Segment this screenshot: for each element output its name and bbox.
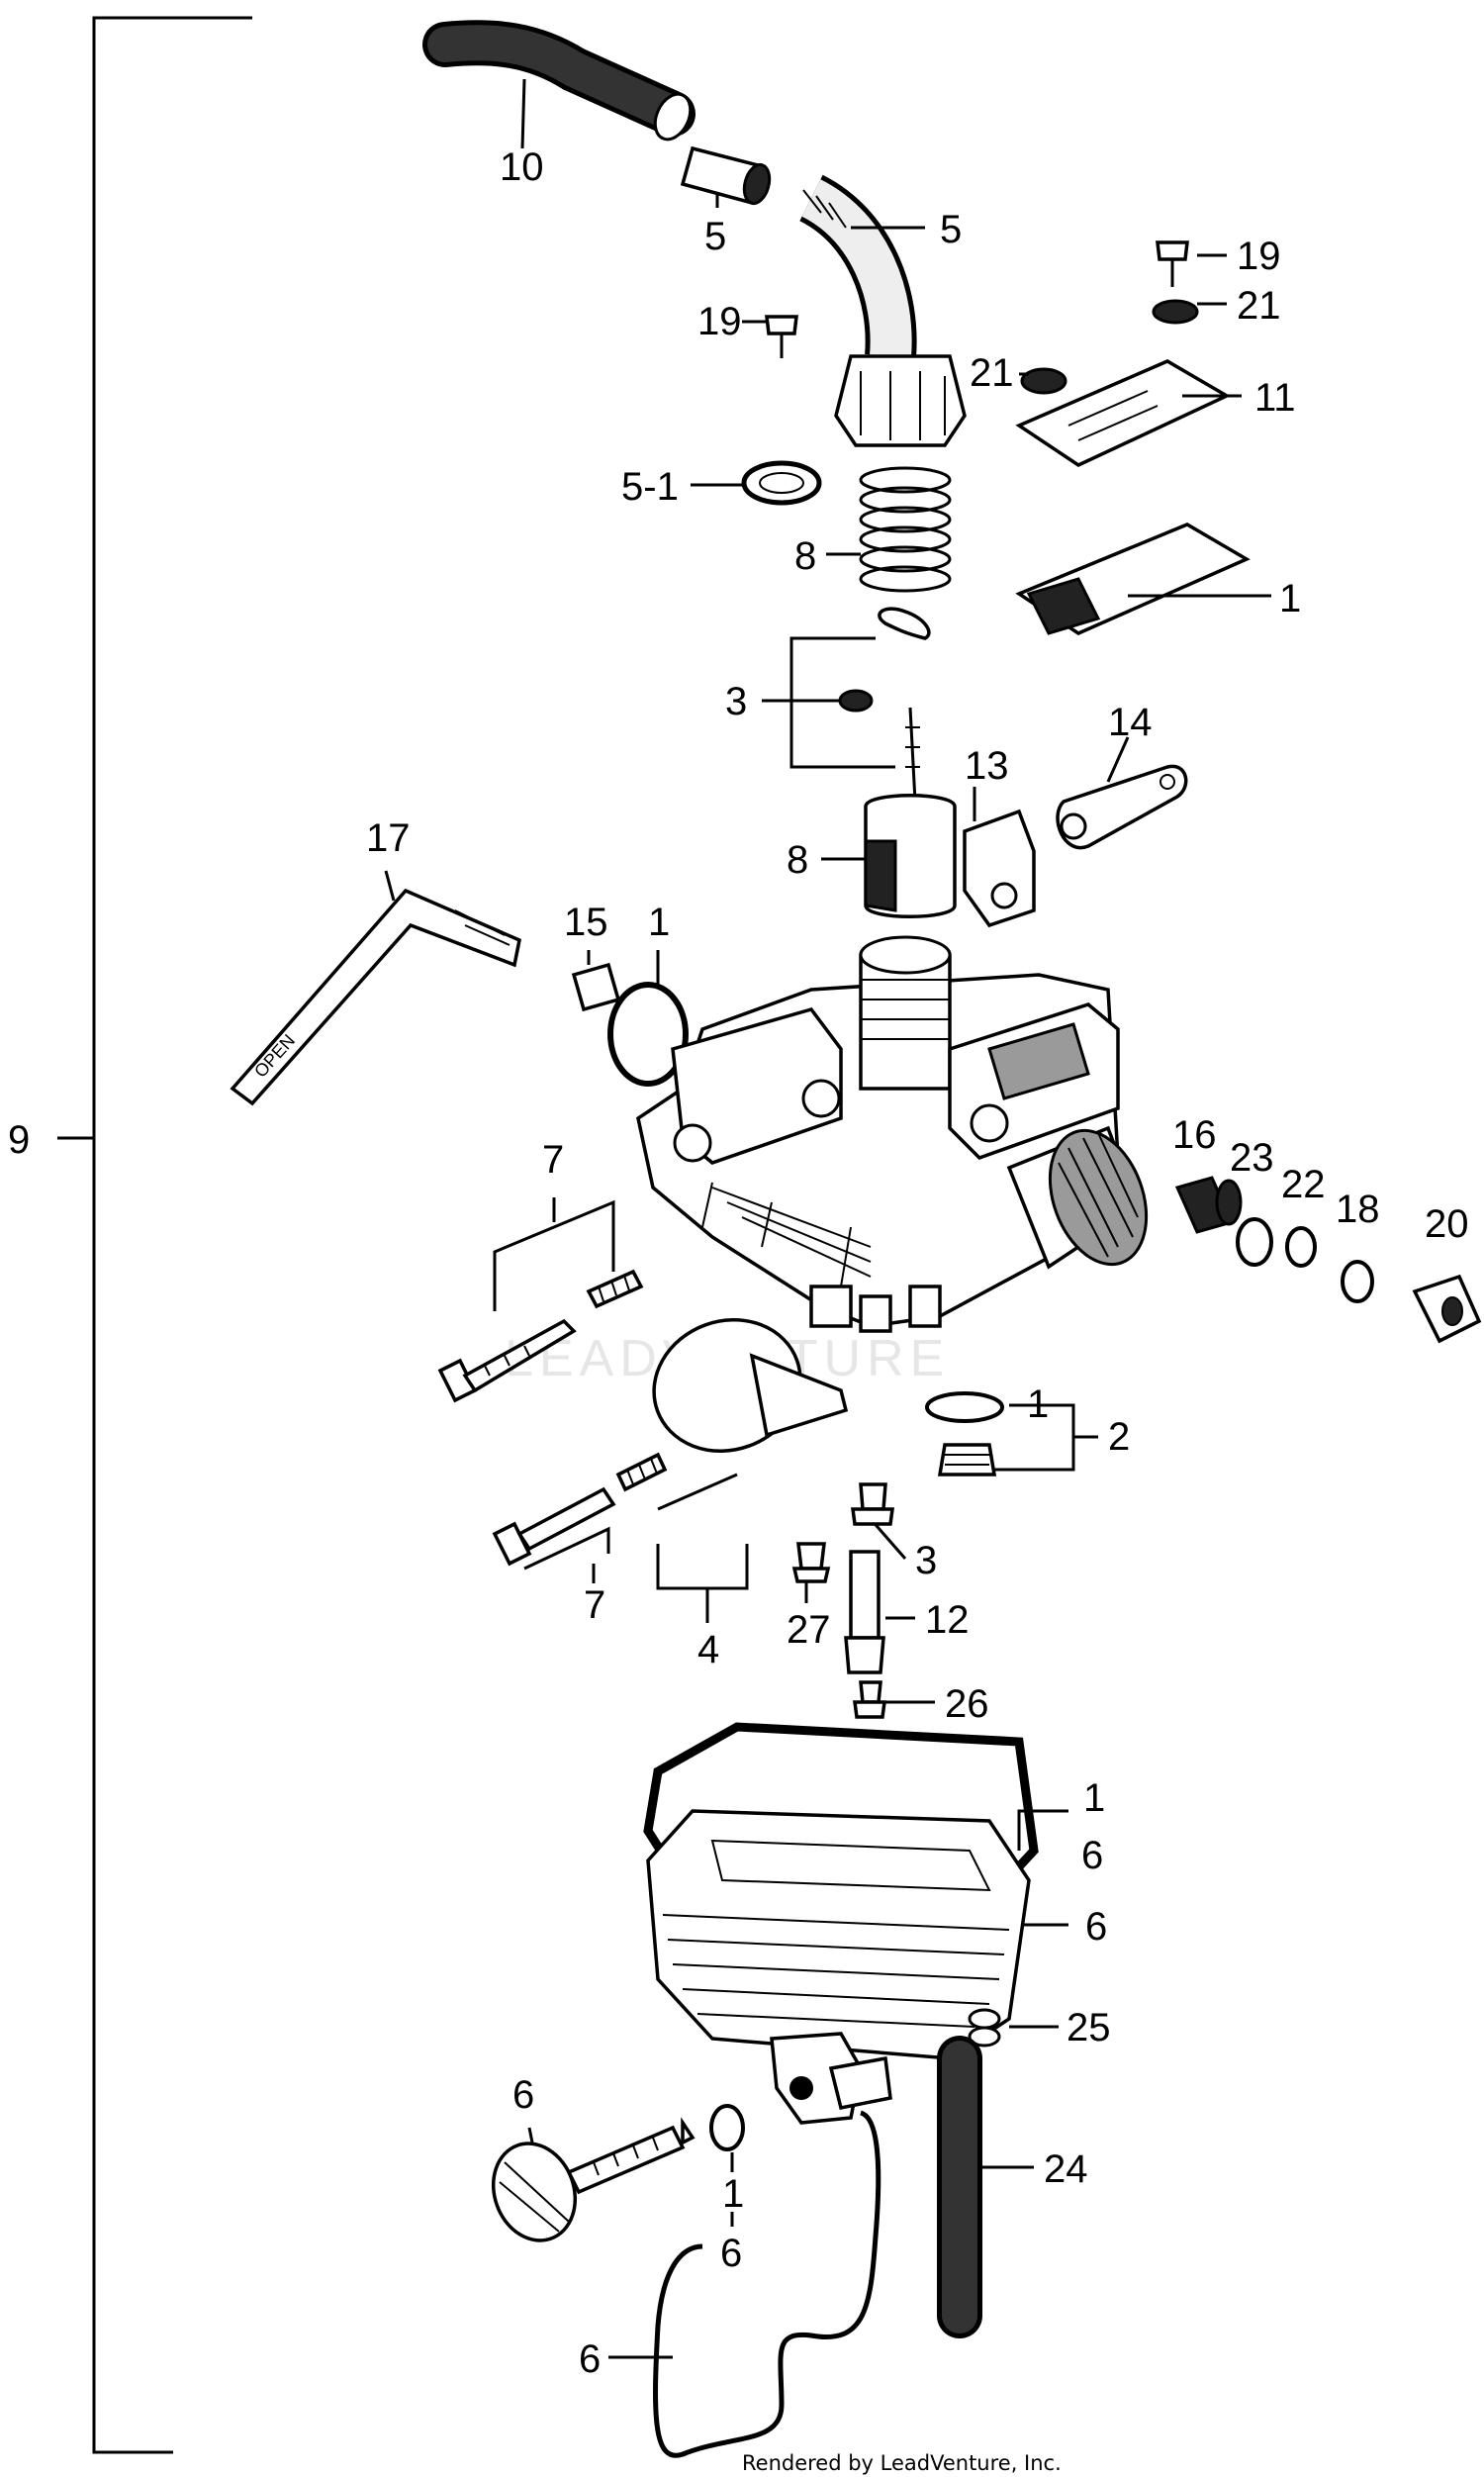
callout-26: 26 <box>945 1682 989 1726</box>
drain-o-ring <box>709 2104 745 2151</box>
collar <box>571 962 621 1012</box>
callout-19a: 19 <box>1237 235 1281 278</box>
callout-5-1: 5-1 <box>621 465 679 509</box>
callout-8a: 8 <box>794 534 816 578</box>
bracket-plate <box>1056 764 1188 850</box>
side-parts <box>1174 1176 1482 1344</box>
leader-lines <box>384 78 1271 2359</box>
callout-2: 2 <box>1108 1415 1130 1459</box>
callout-5b: 5 <box>940 208 962 251</box>
callout-6c: 6 <box>512 2073 534 2117</box>
throttle-valve <box>864 707 957 918</box>
callout-25: 25 <box>1067 2006 1111 2049</box>
callout-6a: 6 <box>1081 1834 1103 1877</box>
overflow-wire <box>653 2110 881 2458</box>
callout-17: 17 <box>366 816 411 860</box>
callout-22: 22 <box>1281 1163 1326 1206</box>
callout-9: 9 <box>8 1118 30 1162</box>
callout-16: 16 <box>1172 1113 1217 1157</box>
pilot-screw <box>437 1269 644 1403</box>
fuel-elbow <box>798 174 967 447</box>
clip-25a <box>968 2008 1001 2030</box>
float-bowl <box>646 1809 1031 2125</box>
callout-1a: 1 <box>1279 577 1301 620</box>
callout-labels: 10 5 5 19 21 19 21 11 5-1 8 1 3 14 13 8 … <box>8 145 1469 2381</box>
throttle-stop-screw <box>492 1452 668 1567</box>
callout-21a: 21 <box>1237 284 1281 328</box>
main-jet-parts <box>791 1391 1004 1719</box>
render-credit: Rendered by LeadVenture, Inc. <box>742 2451 1062 2475</box>
carburetor-body <box>636 935 1149 1333</box>
callout-4: 4 <box>697 1628 719 1671</box>
fuel-hose <box>422 20 696 142</box>
assembly-bracket <box>57 16 252 2454</box>
callout-27: 27 <box>787 1608 831 1652</box>
callout-20: 20 <box>1425 1202 1469 1246</box>
callout-1c: 1 <box>1027 1382 1049 1426</box>
callout-12: 12 <box>925 1598 970 1642</box>
hose-sleeve <box>680 145 772 206</box>
callout-6e: 6 <box>579 2337 601 2381</box>
callout-1b: 1 <box>648 901 670 944</box>
callout-1e: 1 <box>722 2172 744 2216</box>
callout-3b: 3 <box>915 1539 937 1582</box>
callout-6d: 6 <box>720 2232 742 2275</box>
callout-15: 15 <box>564 901 608 944</box>
callout-3a: 3 <box>725 680 747 723</box>
callout-7b: 7 <box>584 1583 605 1627</box>
screw-19a <box>1152 240 1199 325</box>
callout-18: 18 <box>1336 1188 1380 1231</box>
callout-8b: 8 <box>787 838 808 882</box>
callout-10: 10 <box>500 145 544 189</box>
callout-1d: 1 <box>1083 1776 1105 1820</box>
choke-lever: OPEN <box>230 888 521 1106</box>
drain-screw <box>491 2117 696 2242</box>
cable-holder <box>963 809 1036 928</box>
callout-6b: 6 <box>1085 1905 1107 1949</box>
float <box>652 1318 849 1511</box>
callout-19b: 19 <box>697 300 742 343</box>
callout-11: 11 <box>1254 376 1296 420</box>
needle-clips <box>838 607 931 713</box>
o-ring <box>607 982 689 1087</box>
callout-7a: 7 <box>542 1138 564 1182</box>
callout-24: 24 <box>1044 2147 1088 2191</box>
clip-25b <box>968 2026 1001 2048</box>
throttle-spring <box>859 466 952 593</box>
callout-23: 23 <box>1230 1136 1274 1180</box>
callout-21b: 21 <box>970 351 1014 395</box>
callout-14: 14 <box>1108 701 1153 744</box>
screw-19b <box>765 315 1067 395</box>
callout-13: 13 <box>965 744 1009 788</box>
cover-gasket <box>1015 523 1251 635</box>
callout-5a: 5 <box>704 215 726 258</box>
